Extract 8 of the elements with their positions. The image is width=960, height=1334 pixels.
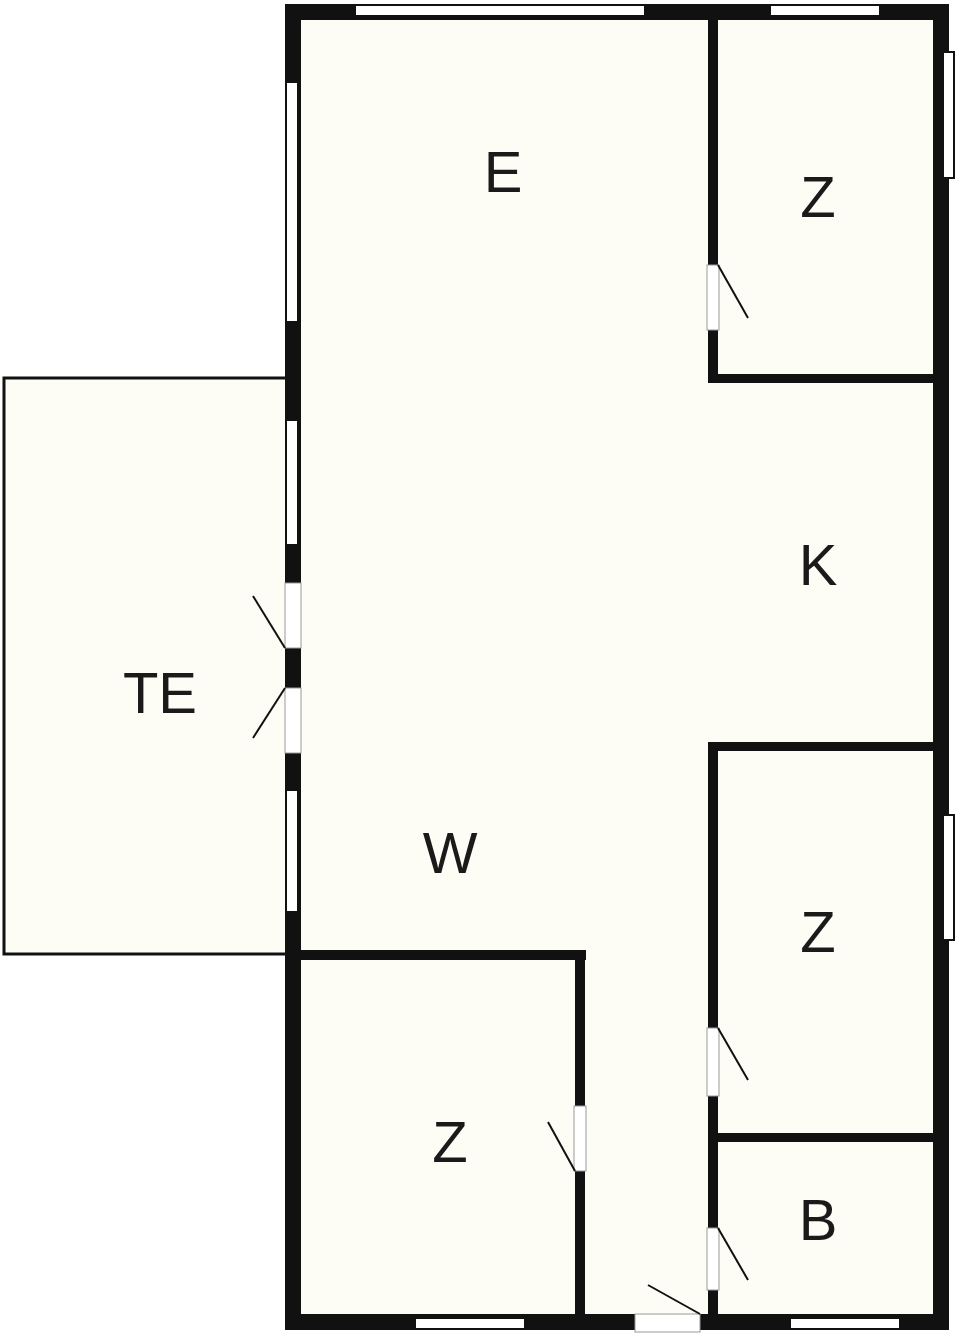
room-label: Z: [800, 168, 836, 226]
room-label: E: [483, 143, 523, 201]
room-label: Z: [800, 903, 836, 961]
room-label: Z: [432, 1113, 468, 1171]
room-label: W: [422, 824, 478, 882]
room-label: K: [798, 536, 838, 594]
room-label: TE: [122, 664, 198, 722]
room-label: B: [798, 1191, 838, 1249]
